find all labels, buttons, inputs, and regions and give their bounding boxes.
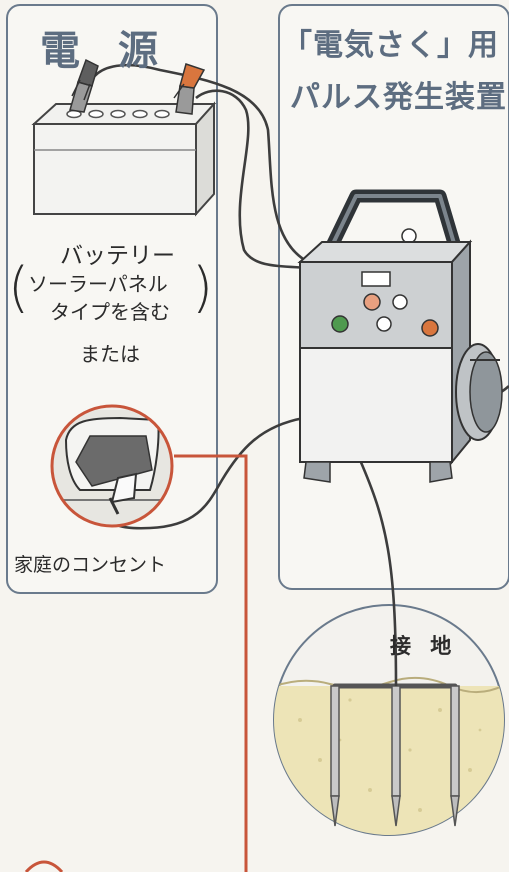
ground-rod bbox=[450, 685, 460, 827]
outlet-inset bbox=[50, 404, 174, 528]
power-source-title: 電 源 bbox=[40, 28, 170, 74]
ground-terminal bbox=[331, 315, 349, 333]
note-close-paren: ) bbox=[192, 256, 214, 319]
ground-label: 接 地 bbox=[390, 634, 458, 658]
battery-illustration bbox=[31, 58, 217, 217]
pulse-generator-title-line1: 「電気さく」用 bbox=[282, 28, 499, 63]
control-knob bbox=[392, 294, 408, 310]
battery-negative-cable bbox=[84, 63, 309, 264]
callout-line bbox=[174, 454, 248, 872]
outlet-highlight-ring bbox=[50, 404, 174, 528]
wire-reel bbox=[455, 343, 503, 441]
power-plug bbox=[108, 472, 138, 515]
pulse-generator-title-line2: パルス発生装置 bbox=[290, 80, 507, 115]
solar-note-line1: ソーラーパネル bbox=[28, 272, 168, 296]
solar-note-line2: タイプを含む bbox=[50, 300, 170, 324]
note-open-paren: ( bbox=[8, 256, 30, 319]
control-knob bbox=[376, 316, 392, 332]
positive-clip bbox=[173, 63, 206, 115]
battery-label: バッテリー bbox=[60, 243, 175, 269]
fence-terminal bbox=[421, 319, 439, 337]
indicator-window bbox=[361, 271, 391, 287]
or-label: または bbox=[80, 342, 140, 366]
control-knob bbox=[363, 293, 381, 311]
callout-circle-fragment bbox=[24, 860, 64, 872]
ground-rod bbox=[330, 685, 340, 827]
ground-rod bbox=[391, 685, 401, 827]
outlet-label: 家庭のコンセント bbox=[14, 554, 167, 576]
pulse-generator-device bbox=[297, 189, 503, 483]
battery-positive-cable bbox=[195, 89, 311, 270]
negative-clip bbox=[69, 58, 99, 113]
